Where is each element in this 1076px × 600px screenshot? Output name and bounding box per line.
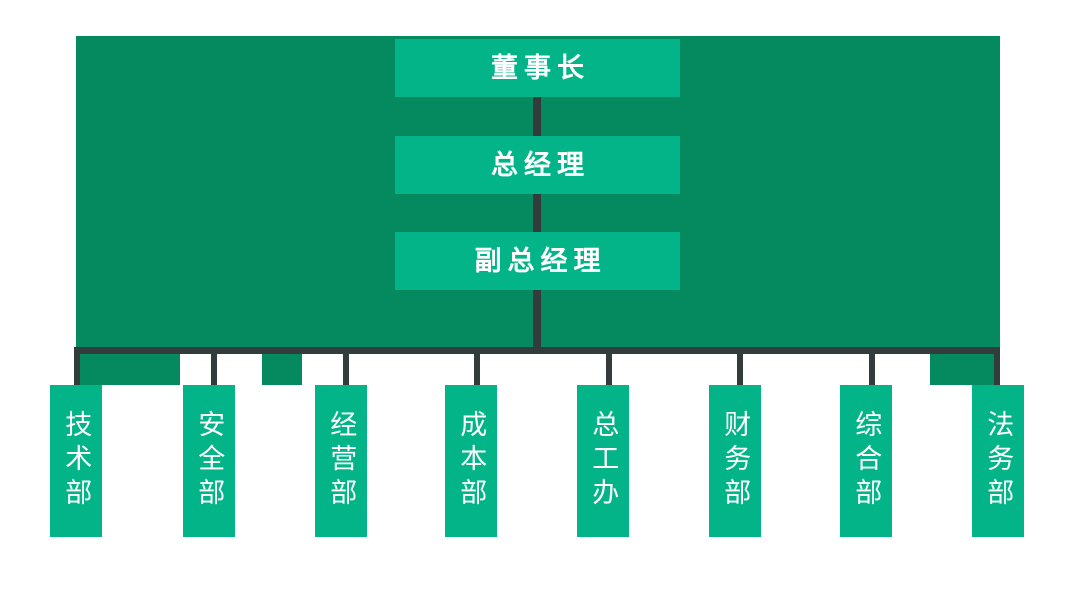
node-department-safety-label: 安全部 bbox=[194, 410, 225, 512]
backdrop-stub-left bbox=[80, 351, 180, 385]
node-department-finance-label: 财务部 bbox=[720, 410, 751, 512]
node-department-general-office[interactable]: 综合部 bbox=[840, 385, 892, 537]
drop-connector-general-off bbox=[869, 347, 875, 387]
node-department-technology-label: 技术部 bbox=[61, 410, 92, 512]
backdrop-stub-middle bbox=[262, 351, 302, 385]
drop-connector-legal bbox=[994, 347, 1000, 387]
drop-connector-chief-eng bbox=[606, 347, 612, 387]
node-department-operations-label: 经营部 bbox=[326, 410, 357, 512]
node-department-legal-label: 法务部 bbox=[983, 410, 1014, 512]
node-deputy-general-manager[interactable]: 副总经理 bbox=[395, 232, 680, 290]
backdrop-stub-right bbox=[930, 351, 1000, 385]
node-department-safety[interactable]: 安全部 bbox=[183, 385, 235, 537]
node-department-finance[interactable]: 财务部 bbox=[709, 385, 761, 537]
node-chairman-label: 董事长 bbox=[491, 52, 590, 83]
node-department-cost-label: 成本部 bbox=[456, 410, 487, 512]
node-department-chief-engineer-office-label: 总工办 bbox=[588, 410, 619, 512]
node-department-operations[interactable]: 经营部 bbox=[315, 385, 367, 537]
node-deputy-general-manager-label: 副总经理 bbox=[474, 245, 607, 276]
node-chairman[interactable]: 董事长 bbox=[395, 39, 680, 97]
node-department-general-office-label: 综合部 bbox=[851, 410, 882, 512]
drop-connector-finance bbox=[737, 347, 743, 387]
drop-connector-technology bbox=[74, 347, 80, 387]
connector-deputy-gm-to-rail bbox=[533, 290, 541, 348]
horizontal-connector-rail bbox=[76, 347, 1000, 354]
connector-chairman-to-gm bbox=[533, 97, 541, 136]
drop-connector-operations bbox=[343, 347, 349, 387]
node-department-chief-engineer-office[interactable]: 总工办 bbox=[577, 385, 629, 537]
drop-connector-safety bbox=[211, 347, 217, 387]
connector-gm-to-deputy-gm bbox=[533, 194, 541, 232]
node-department-technology[interactable]: 技术部 bbox=[50, 385, 102, 537]
node-department-legal[interactable]: 法务部 bbox=[972, 385, 1024, 537]
node-general-manager-label: 总经理 bbox=[491, 149, 590, 180]
node-general-manager[interactable]: 总经理 bbox=[395, 136, 680, 194]
node-department-cost[interactable]: 成本部 bbox=[445, 385, 497, 537]
drop-connector-cost bbox=[474, 347, 480, 387]
